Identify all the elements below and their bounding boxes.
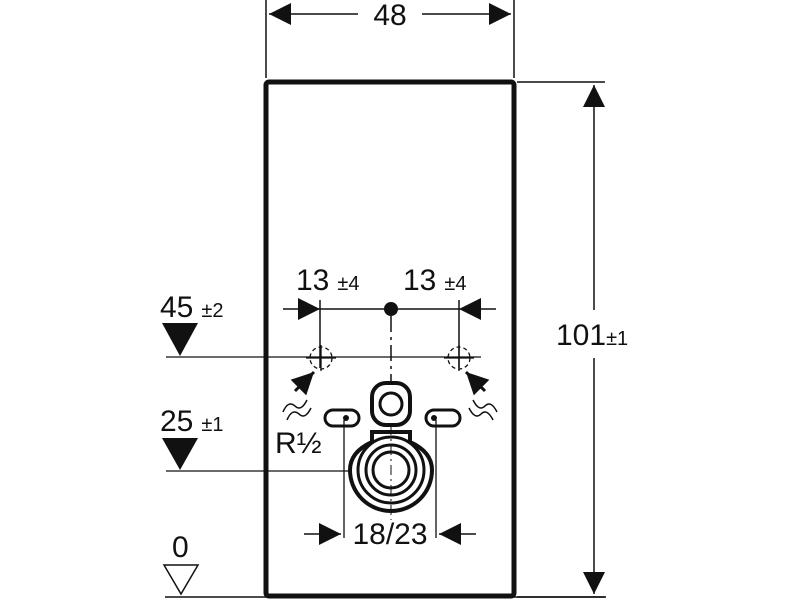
width-dimension xyxy=(265,0,515,78)
drain-connection-icon xyxy=(347,425,435,520)
water-supply-right-icon xyxy=(464,370,498,421)
flush-pipe-connection-icon xyxy=(370,381,412,427)
offset-left-label: 13±4 xyxy=(296,264,359,297)
level-marker-icon xyxy=(162,438,198,470)
level-marker-icon xyxy=(162,323,198,356)
thread-size-label: R½ xyxy=(275,427,322,460)
water-connection-right-icon xyxy=(444,345,474,371)
offset-right-label: 13±4 xyxy=(403,264,466,297)
water-supply-left-icon xyxy=(282,370,316,421)
height-label: 101±1 xyxy=(556,319,628,352)
drain-size-label: 18/23 xyxy=(352,518,427,551)
center-point xyxy=(384,302,398,316)
width-label: 48 xyxy=(373,0,406,32)
floor-level-label: 0 xyxy=(172,531,189,564)
water-connection-left-icon xyxy=(306,345,336,371)
floor-level-marker-icon xyxy=(162,564,200,596)
level-lower-label: 25±1 xyxy=(160,405,223,438)
level-upper-label: 45±2 xyxy=(160,291,223,324)
module-frame-outline xyxy=(263,79,517,599)
mounting-slot-left-icon xyxy=(323,408,361,428)
mounting-slot-right-icon xyxy=(424,408,462,428)
